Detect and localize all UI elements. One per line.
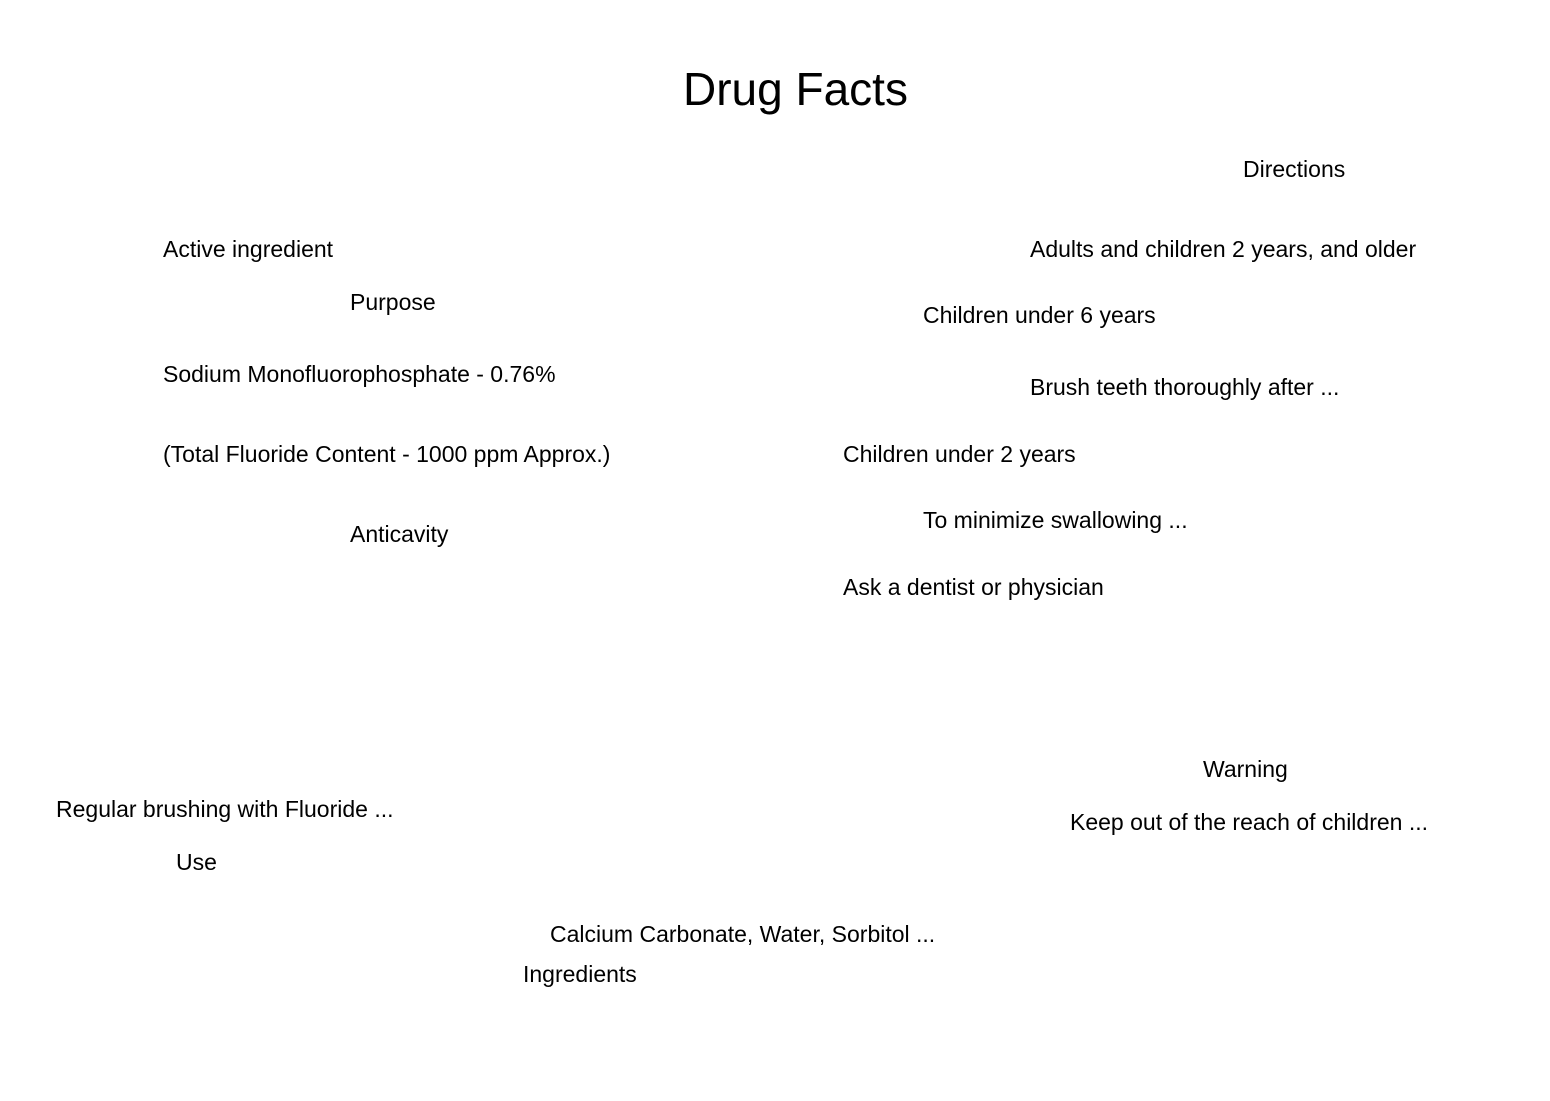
directions-minimize-swallowing: To minimize swallowing ... [923,507,1188,533]
ingredients-heading: Ingredients [523,961,637,987]
active-ingredient-heading: Active ingredient [163,236,334,262]
directions-adults: Adults and children 2 years, and older [1030,236,1417,262]
use-text: Regular brushing with Fluoride ... [56,796,394,822]
directions-children-under-6: Children under 6 years [923,302,1156,328]
use-heading: Use [176,849,217,875]
directions-brush: Brush teeth thoroughly after ... [1030,374,1340,400]
fluoride-content: (Total Fluoride Content - 1000 ppm Appro… [163,441,611,467]
directions-ask-dentist: Ask a dentist or physician [843,574,1104,600]
warning-heading: Warning [1203,756,1288,782]
page-title: Drug Facts [683,63,908,115]
purpose-heading: Purpose [350,289,436,315]
directions-children-under-2: Children under 2 years [843,441,1076,467]
purpose-value: Anticavity [350,521,449,547]
directions-heading: Directions [1243,156,1346,182]
ingredients-text: Calcium Carbonate, Water, Sorbitol ... [550,921,936,947]
warning-text: Keep out of the reach of children ... [1070,809,1429,835]
active-ingredient-value: Sodium Monofluorophosphate - 0.76% [163,361,556,387]
